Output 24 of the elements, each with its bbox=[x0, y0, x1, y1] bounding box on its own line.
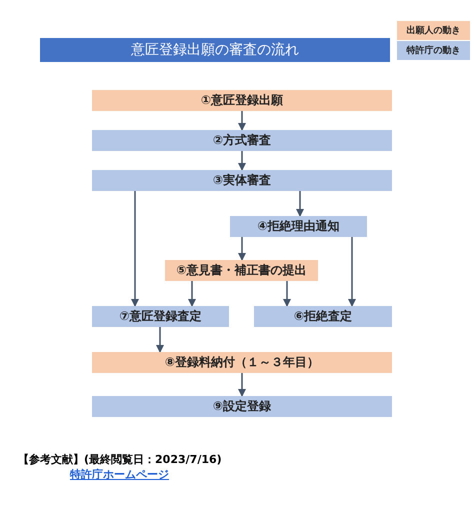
title-banner: 意匠登録出願の審査の流れ bbox=[40, 38, 390, 62]
arrow bbox=[131, 191, 139, 307]
arrow bbox=[296, 191, 304, 217]
reference-link: 特許庁ホームページ bbox=[70, 467, 169, 482]
arrow bbox=[156, 327, 164, 353]
office-step-box: ⑨設定登録 bbox=[92, 396, 392, 417]
arrow bbox=[238, 151, 246, 171]
arrow bbox=[348, 237, 356, 307]
office-step-box: ③実体審査 bbox=[92, 170, 392, 191]
office-step-box: ⑥拒絶査定 bbox=[254, 306, 392, 327]
applicant-step-box: ⑧登録料納付（１～３年目） bbox=[92, 352, 392, 373]
arrow bbox=[188, 281, 196, 307]
arrow bbox=[283, 281, 291, 307]
office-step-box: ④拒絶理由通知 bbox=[230, 216, 367, 237]
applicant-step-box: ⑤意見書・補正書の提出 bbox=[165, 260, 318, 281]
arrow bbox=[238, 373, 246, 397]
reference-note: 【参考文献】(最終閲覧日：2023/7/16) bbox=[18, 452, 222, 467]
legend-item: 特許庁の動き bbox=[397, 41, 470, 60]
legend-item: 出願人の動き bbox=[397, 21, 470, 40]
office-step-box: ⑦意匠登録査定 bbox=[92, 306, 229, 327]
arrow bbox=[238, 237, 246, 261]
office-step-box: ②方式審査 bbox=[92, 130, 392, 151]
arrow bbox=[238, 111, 246, 131]
applicant-step-box: ①意匠登録出願 bbox=[92, 90, 392, 111]
